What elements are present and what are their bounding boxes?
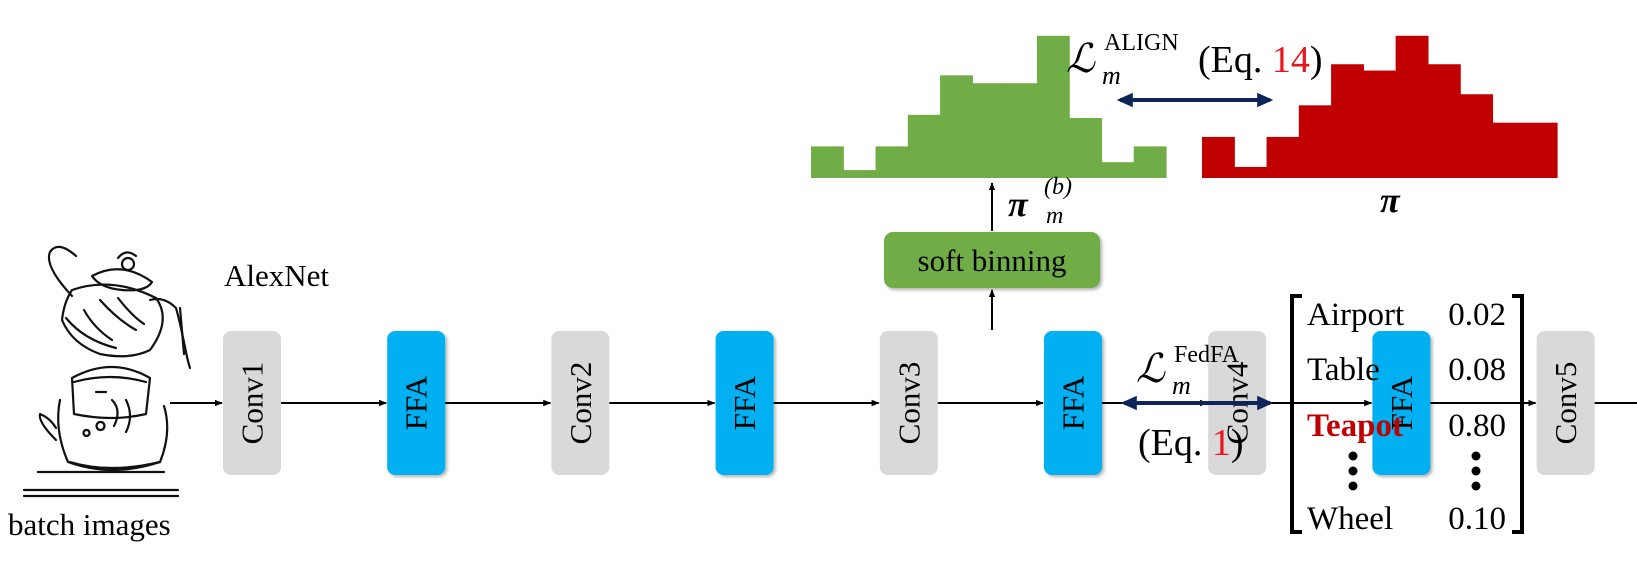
right-bracket [1512,294,1524,534]
red-histogram-bar-6 [1363,70,1397,178]
green-histogram-bar-6 [972,83,1006,178]
vertical-ellipsis-right [1471,451,1481,491]
layer-label: Conv3 [891,362,926,445]
green-histogram-bar-2 [843,170,877,178]
fedfa-eq-number: 1 [1212,422,1231,464]
red-histogram-bar-7 [1395,35,1429,178]
pi-label: π [1380,180,1401,220]
prediction-label: Airport [1307,297,1404,333]
green-histogram-bar-7 [1004,83,1038,178]
layer-box [1372,331,1431,475]
teapot-sketch-bottom [22,365,180,498]
layer-label: FFA [1056,375,1091,430]
red-histogram-bar-1 [1202,136,1235,178]
fedfa-loss-superscript: FedFA [1174,342,1240,368]
pi-m-b-subscript: m [1046,203,1063,229]
green-histogram-bar-8 [1036,35,1070,178]
layer-label: FFA [727,375,762,430]
vertical-ellipsis-left [1348,451,1358,491]
red-histogram-bar-8 [1427,64,1461,178]
green-histogram-bar-4 [907,114,941,178]
fedfa-loss-symbol: ℒ [1136,346,1166,391]
soft-binning-label: soft binning [918,243,1067,278]
prediction-row: Teapot 0.80 [1307,408,1506,444]
red-histogram-bar-3 [1266,136,1300,178]
green-histogram-bar-1 [811,146,844,178]
layer-box [1536,331,1595,475]
layer-label: Conv2 [563,362,598,445]
layer-box [715,331,774,475]
red-histogram [1202,35,1558,178]
green-histogram-bar-11 [1133,146,1167,178]
red-histogram-bar-5 [1331,64,1364,178]
align-loss-label: ℒ ALIGN m (Eq. 14) [1066,30,1323,90]
align-eq-ref: (Eq. 14) [1198,39,1323,81]
prediction-score: 0.02 [1448,297,1506,333]
prediction-row: Airport 0.02 [1307,297,1506,333]
red-histogram-bar-10 [1492,122,1526,178]
green-histogram-bar-3 [875,146,909,178]
layer-block-ffa-4: FFA [715,331,774,475]
fedfa-loss-subscript: m [1172,371,1191,400]
layer-block-conv5-9: Conv5 [1536,331,1595,475]
layer-label: Conv1 [235,362,270,445]
prediction-label: Wheel [1307,501,1393,537]
layer-box [223,331,281,475]
red-histogram-bar-11 [1524,122,1558,178]
green-histogram-bar-10 [1101,162,1135,178]
pi-m-b-symbol: π [1008,184,1029,224]
left-bracket [1290,294,1302,534]
soft-binning-block: soft binning [884,232,1100,288]
prediction-score: 0.80 [1448,408,1506,444]
prediction-score: 0.08 [1448,352,1506,388]
prediction-label: Table [1307,352,1380,388]
teapot-sketch-top [47,245,192,370]
green-histogram-bar-9 [1069,117,1103,178]
align-loss-superscript: ALIGN [1104,30,1179,56]
fedfa-loss-label: ℒ FedFA m (Eq. 1) [1136,342,1244,464]
prediction-score: 0.10 [1448,501,1506,537]
layer-block-ffa-2: FFA [387,331,446,475]
green-histogram [811,35,1167,178]
layer-box [879,331,938,475]
red-histogram-bar-4 [1298,105,1332,178]
layer-box [1044,331,1102,475]
layer-block-ffa-8: FFA [1372,331,1431,475]
batch-images-label: batch images [8,507,171,542]
prediction-row: Table 0.08 [1307,352,1506,388]
layer-block-conv3-5: Conv3 [879,331,938,475]
pi-m-b-superscript: (b) [1044,174,1072,200]
red-histogram-bar-9 [1460,94,1494,178]
layer-block-conv2-3: Conv2 [551,331,610,475]
pi-m-b-label: π (b) m [1008,174,1072,229]
layer-label: Conv5 [1548,362,1583,445]
layer-label: FFA [399,375,434,430]
prediction-row: Wheel 0.10 [1307,501,1506,537]
layer-block-conv1-1: Conv1 [223,331,281,475]
prediction-label: Teapot [1307,408,1403,444]
red-histogram-bar-2 [1234,166,1268,178]
layer-stack: Conv1FFAConv2FFAConv3FFAConv4FFAConv5FFA… [223,331,1637,475]
layer-label: FFA [1384,375,1419,430]
layer-box [551,331,610,475]
layer-box [387,331,446,475]
fedfa-eq-ref: (Eq. 1) [1138,422,1244,464]
layer-block-ffa-6: FFA [1044,331,1102,475]
green-histogram-bar-5 [940,75,973,178]
align-eq-number: 14 [1272,39,1310,81]
alexnet-label: AlexNet [224,258,329,293]
align-loss-subscript: m [1102,61,1121,90]
align-loss-symbol: ℒ [1066,36,1096,81]
